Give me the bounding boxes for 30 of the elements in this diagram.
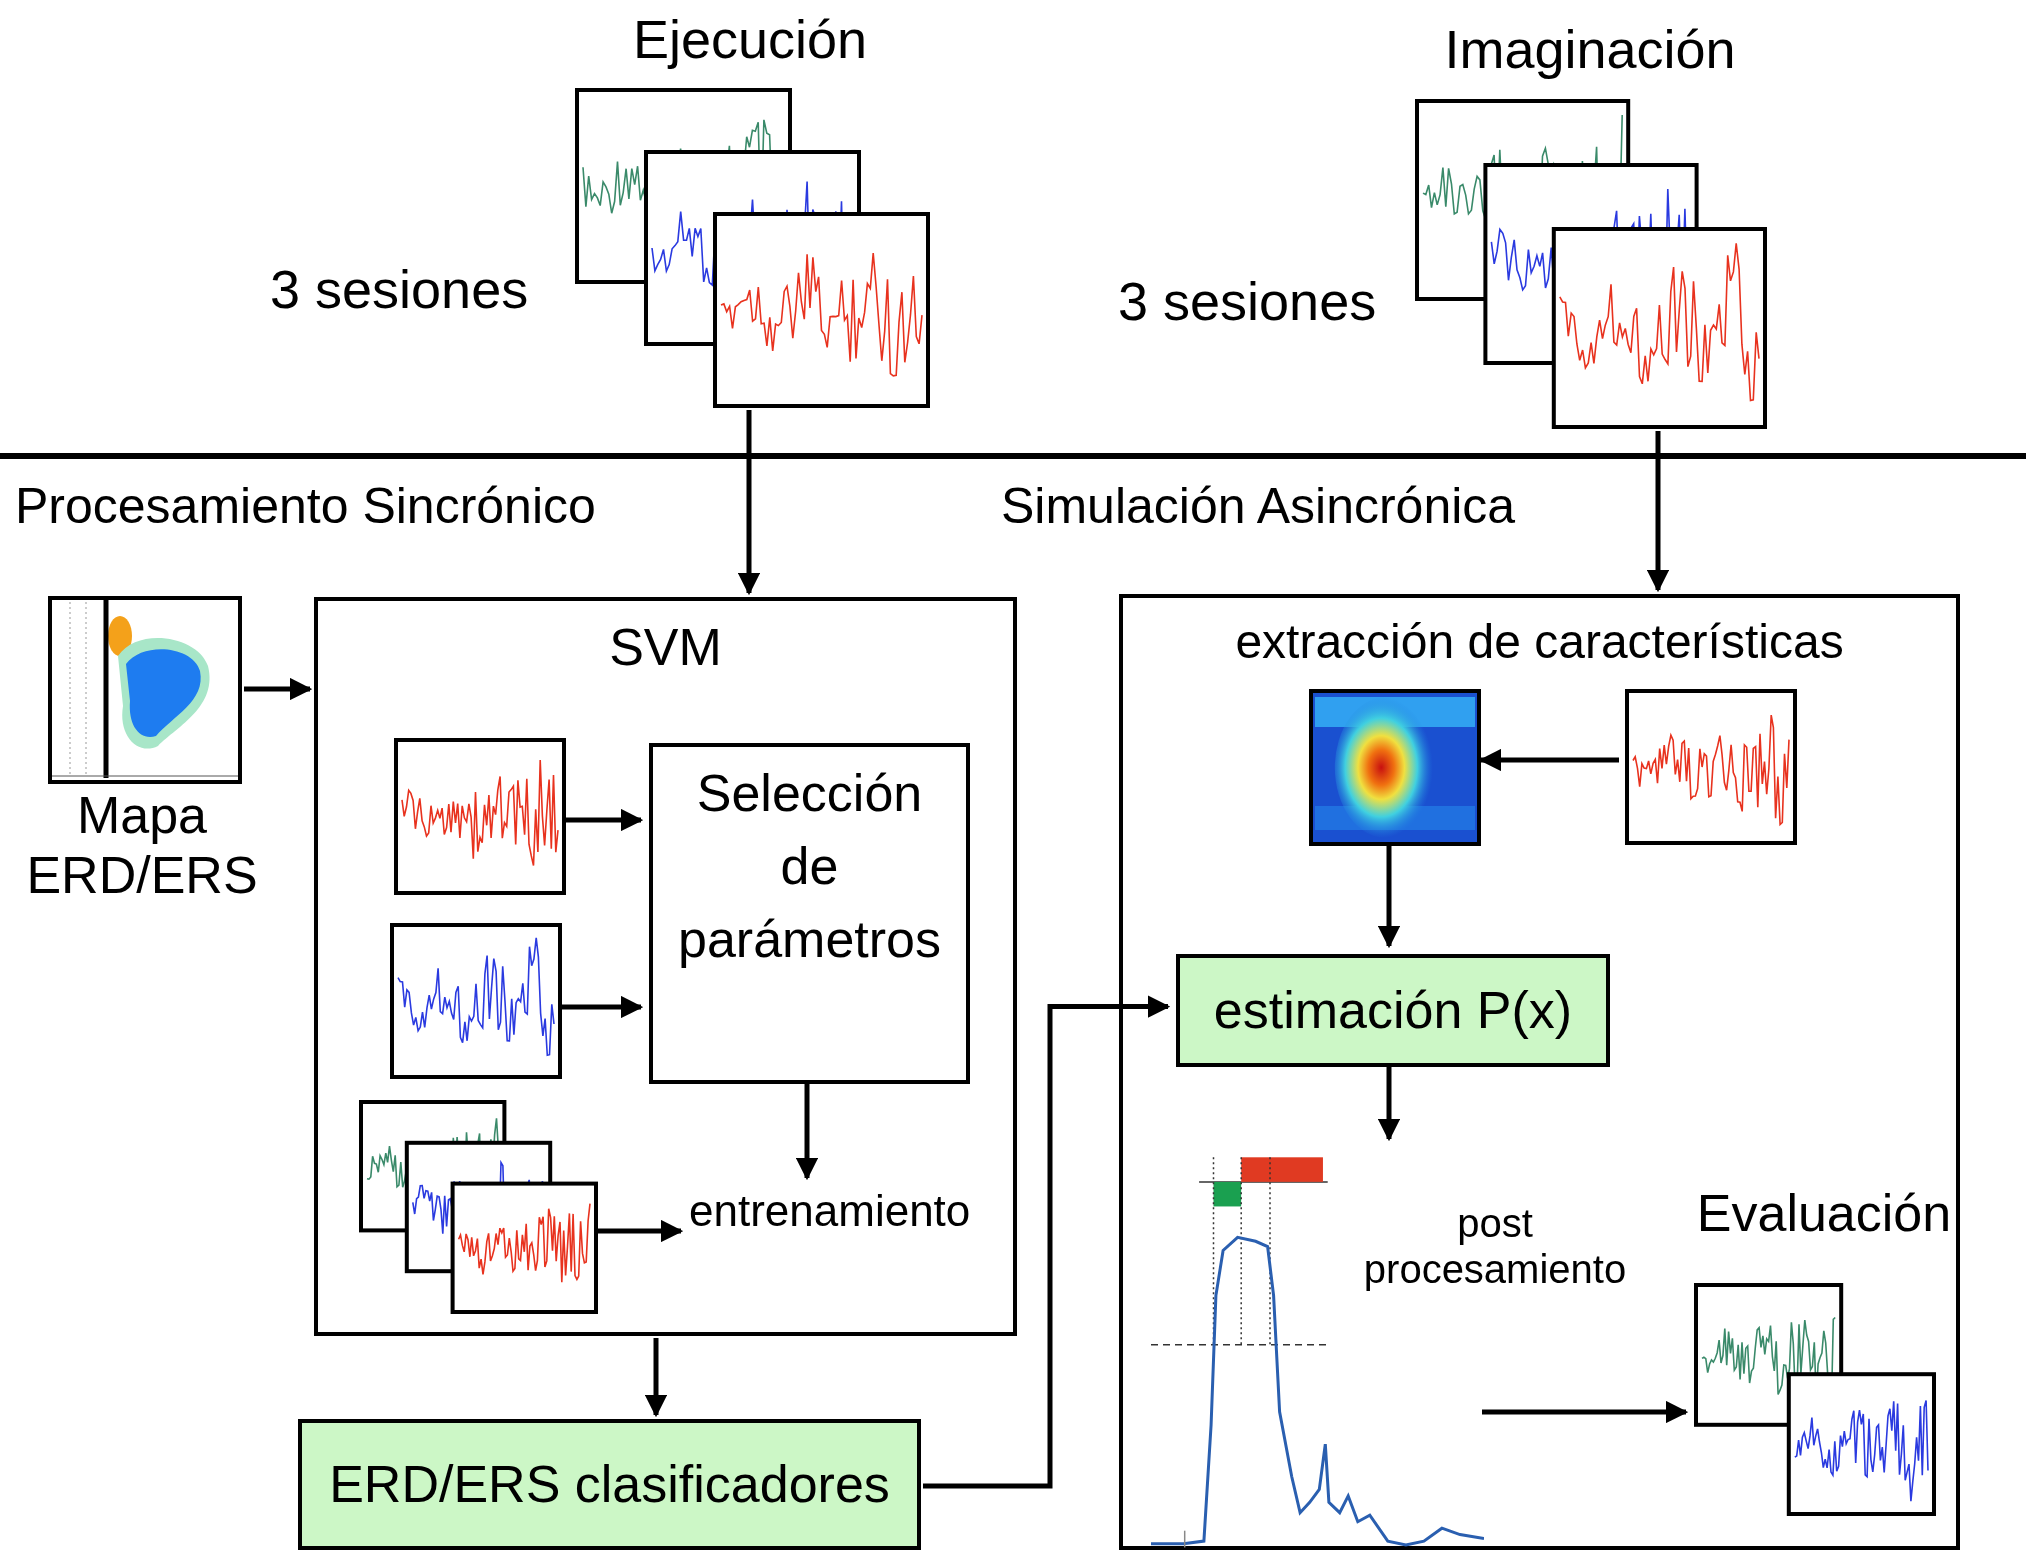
arrow [560, 995, 644, 1019]
arrow [1646, 431, 1670, 593]
node-label: 3 sesiones [270, 258, 530, 321]
step-label: entrenamiento [689, 1186, 972, 1237]
box-label: estimación P(x) [1213, 980, 1573, 1042]
node-label: Ejecución [631, 8, 869, 71]
box-label: ERD/ERS clasificadores [329, 1454, 890, 1516]
arrow [644, 1338, 668, 1418]
arrow [1482, 1400, 1689, 1424]
process-box [314, 597, 1017, 1336]
process-box [649, 743, 970, 1084]
node-label: Evaluación [1695, 1184, 1953, 1244]
node-label: Mapa ERD/ERS [25, 786, 259, 906]
result-box [298, 1419, 921, 1550]
result-box [1176, 954, 1610, 1067]
section-heading: Simulación Asincrónica [1001, 478, 1516, 536]
arrow [564, 808, 644, 832]
box-title: extracción de características [1234, 614, 1845, 670]
box-label: Selección de parámetros [677, 763, 942, 970]
arrow [596, 1219, 684, 1243]
box-title: SVM [608, 617, 723, 678]
section-heading: Procesamiento Sincrónico [15, 478, 596, 536]
arrow [1377, 844, 1401, 949]
arrow [1377, 1065, 1401, 1142]
arrow [795, 1082, 819, 1181]
arrow [244, 677, 313, 701]
arrow [737, 410, 761, 596]
node-label: 3 sesiones [1118, 270, 1378, 333]
node-label: Imaginación [1443, 18, 1737, 81]
arrow [923, 995, 1171, 1489]
